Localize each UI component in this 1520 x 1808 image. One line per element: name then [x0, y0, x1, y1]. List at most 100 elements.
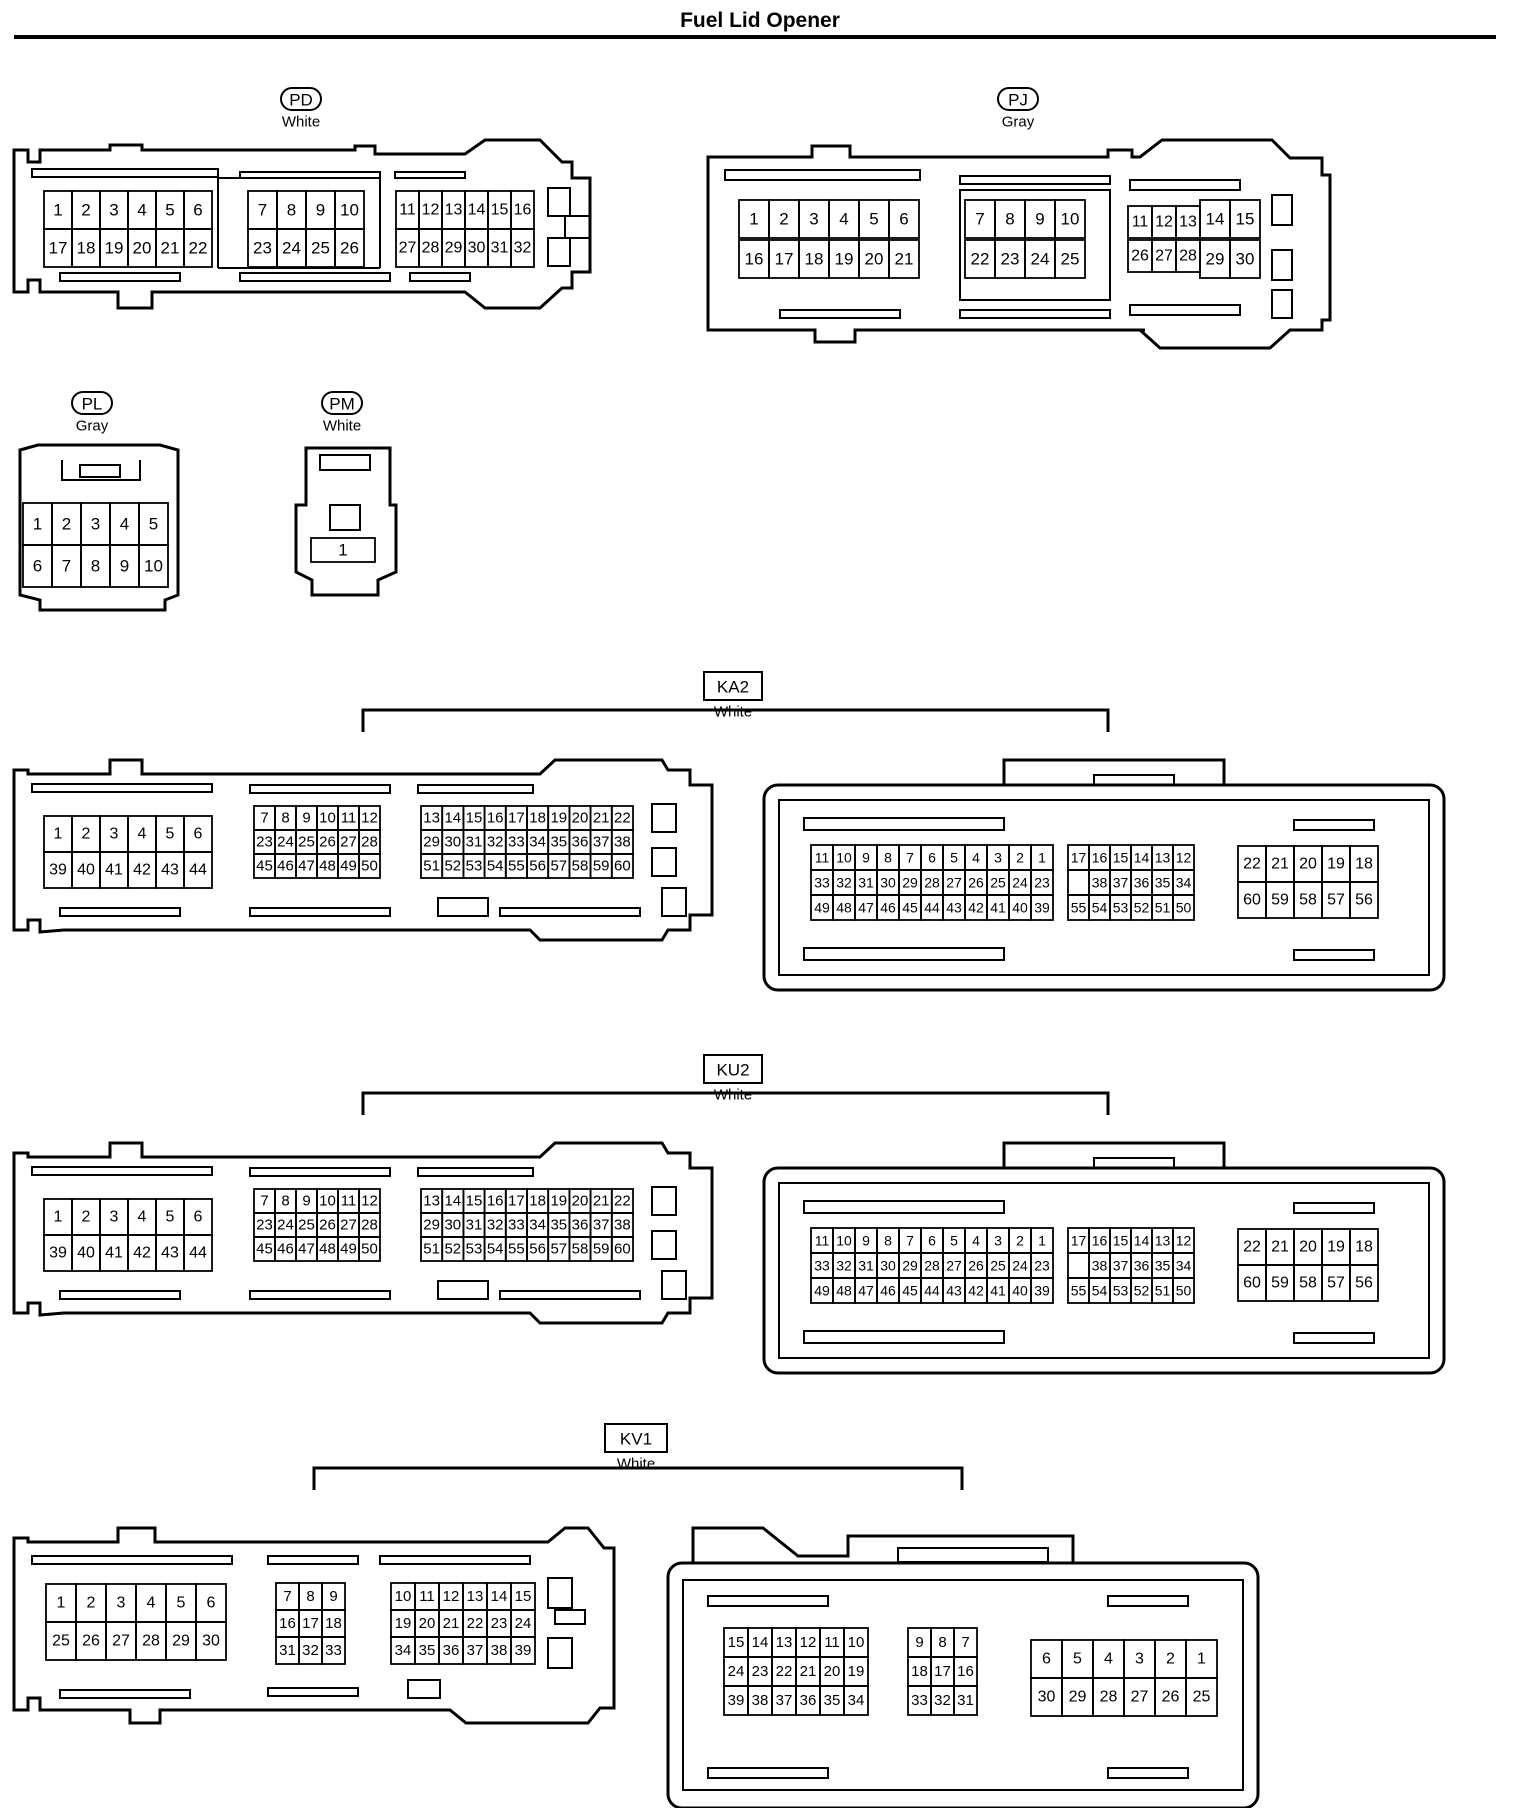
pin-cavity: 18 [907, 1656, 932, 1687]
pin-number: 3 [91, 515, 100, 534]
pin-cavity: 4 [964, 844, 988, 871]
pin-cavity: 51 [1151, 1277, 1174, 1304]
pin-cavity: 5 [155, 1198, 185, 1236]
pin-cavity: 31 [275, 1636, 300, 1665]
pin-cavity: 57 [1321, 881, 1351, 919]
pin-number: 11 [1132, 214, 1149, 231]
pin-number: 19 [1327, 856, 1345, 873]
pin-number: 12 [422, 202, 440, 219]
pin-cavity: 55 [1067, 894, 1090, 921]
pin-number: 7 [906, 1233, 914, 1249]
pin-number: 3 [110, 1209, 119, 1226]
pin-number: 49 [340, 858, 357, 875]
pin-cavity: 7 [275, 1582, 300, 1611]
pin-cavity: 43 [942, 1277, 966, 1304]
pin-cavity: 11 [819, 1627, 845, 1658]
pin-cavity [1067, 869, 1090, 896]
pin-number: 44 [924, 1283, 940, 1299]
pin-cavity: 6 [1030, 1639, 1063, 1679]
pin-cavity: 6 [888, 199, 920, 239]
pin-cavity: 27 [1151, 239, 1177, 273]
pin-number: 31 [279, 1642, 296, 1659]
pin-number: 20 [133, 239, 152, 258]
pin-cavity: 10 [1054, 199, 1086, 239]
pin-number: 27 [399, 240, 417, 257]
pin-cavity: 38 [486, 1636, 512, 1665]
pin-number: 18 [529, 810, 546, 827]
pin-number: 23 [253, 239, 272, 258]
pin-number: 50 [361, 1241, 378, 1258]
pin-cavity: 39 [43, 1234, 73, 1272]
pin-number: 7 [975, 210, 984, 229]
pin-number: 57 [550, 858, 567, 875]
pin-number: 5 [177, 1595, 186, 1612]
connector-color: Gray [1002, 114, 1035, 131]
pin-cavity: 41 [986, 1277, 1010, 1304]
pin-number: 38 [614, 1217, 631, 1234]
pin-number: 24 [277, 834, 294, 851]
pin-cavity: 30 [876, 1252, 900, 1279]
pin-number: 2 [1166, 1651, 1175, 1668]
pin-cavity: 43 [155, 1234, 185, 1272]
pin-number: 38 [752, 1692, 769, 1709]
pin-number: 40 [1012, 1283, 1028, 1299]
pin-cavity: 31 [953, 1685, 978, 1716]
pin-number: 14 [1134, 1233, 1150, 1249]
pin-cavity: 2 [1008, 844, 1032, 871]
pin-number: 57 [1327, 892, 1345, 909]
pin-number: 1 [53, 201, 62, 220]
pin-number: 17 [934, 1663, 951, 1680]
pin-number: 17 [508, 810, 525, 827]
pin-number: 15 [728, 1634, 745, 1651]
pin-cavity: 49 [810, 894, 834, 921]
pin-cavity: 37 [462, 1636, 488, 1665]
pin-cavity: 54 [483, 853, 507, 879]
pin-cavity: 27 [337, 829, 360, 855]
pin-number: 1 [57, 1595, 66, 1612]
pin-number: 16 [745, 250, 764, 269]
pin-cavity: 13 [420, 805, 444, 831]
pin-cavity: 18 [1349, 845, 1379, 883]
pin-number: 56 [1355, 892, 1373, 909]
pin-number: 3 [109, 201, 118, 220]
pin-number: 5 [950, 850, 958, 866]
pin-number: 22 [467, 1615, 484, 1632]
pin-cavity: 59 [1265, 881, 1295, 919]
pin-number: 14 [1206, 210, 1225, 229]
pin-number: 44 [189, 862, 207, 879]
pin-cavity: 17 [1067, 1227, 1090, 1254]
pin-number: 49 [340, 1241, 357, 1258]
pin-cavity: 37 [1109, 1252, 1132, 1279]
connector-color: White [714, 704, 752, 721]
pin-number: 42 [133, 862, 151, 879]
pin-cavity: 37 [771, 1685, 797, 1716]
pin-cavity: 22 [771, 1656, 797, 1687]
pin-cavity: 21 [589, 1188, 613, 1214]
pin-cavity: 23 [486, 1609, 512, 1638]
pin-cavity: 18 [526, 805, 550, 831]
pin-cavity: 20 [1293, 845, 1323, 883]
pin-number: 27 [112, 1633, 130, 1650]
pin-number: 1 [1038, 1233, 1046, 1249]
pin-number: 47 [298, 1241, 315, 1258]
pin-number: 34 [395, 1642, 412, 1659]
pin-cavity: 45 [253, 853, 276, 879]
pin-number: 51 [1155, 1283, 1171, 1299]
pin-cavity: 33 [504, 829, 528, 855]
pin-number: 17 [775, 250, 794, 269]
pin-cavity: 42 [127, 1234, 157, 1272]
pin-number: 6 [899, 210, 908, 229]
pin-cavity: 33 [321, 1636, 346, 1665]
pin-cavity: 8 [876, 1227, 900, 1254]
pin-cavity: 3 [99, 190, 129, 230]
pin-cavity: 47 [854, 894, 878, 921]
pin-cavity: 30 [441, 1212, 465, 1238]
pin-number: 25 [1193, 1689, 1211, 1706]
pin-number: 19 [395, 1615, 412, 1632]
pin-number: 22 [971, 250, 990, 269]
pin-number: 5 [869, 210, 878, 229]
pin-cavity: 5 [165, 1583, 197, 1623]
